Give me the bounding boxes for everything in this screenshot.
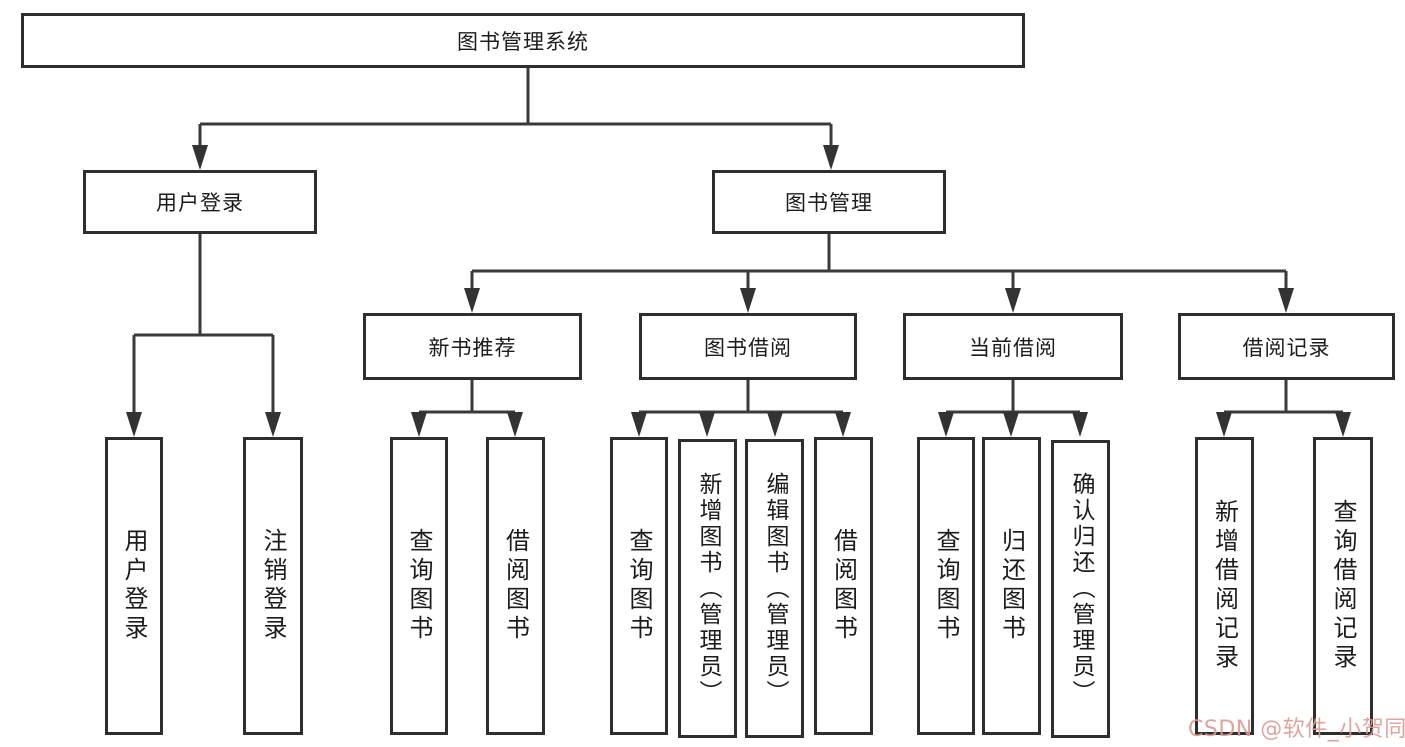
leaf-records-query: 查询借阅记录 — [1313, 437, 1373, 735]
leaf-borrow-add-admin: 新增图书（管理员） — [678, 439, 737, 738]
leaf-newbook-query: 查询图书 — [390, 437, 448, 735]
node-book-borrow: 图书借阅 — [639, 313, 857, 380]
node-new-book-recommend: 新书推荐 — [363, 313, 582, 380]
node-borrow-records: 借阅记录 — [1178, 313, 1395, 380]
leaf-current-query: 查询图书 — [917, 437, 975, 735]
node-user-login: 用户登录 — [83, 170, 317, 234]
leaf-user-login: 用户登录 — [105, 437, 163, 735]
leaf-logout: 注销登录 — [243, 437, 303, 735]
csdn-watermark: CSDN @软件_小贺同学 — [1188, 717, 1405, 742]
leaf-current-return: 归还图书 — [982, 437, 1041, 735]
leaf-borrow-edit-admin: 编辑图书（管理员） — [745, 439, 804, 738]
leaf-current-confirm-return-admin: 确认归还（管理员） — [1051, 440, 1110, 738]
leaf-records-add: 新增借阅记录 — [1195, 437, 1254, 735]
leaf-borrow-query: 查询图书 — [610, 437, 668, 735]
node-root: 图书管理系统 — [21, 13, 1025, 68]
node-current-borrow: 当前借阅 — [903, 313, 1123, 380]
leaf-newbook-borrow: 借阅图书 — [486, 437, 545, 735]
node-book-management: 图书管理 — [712, 170, 946, 234]
leaf-borrow-borrow: 借阅图书 — [814, 437, 873, 735]
